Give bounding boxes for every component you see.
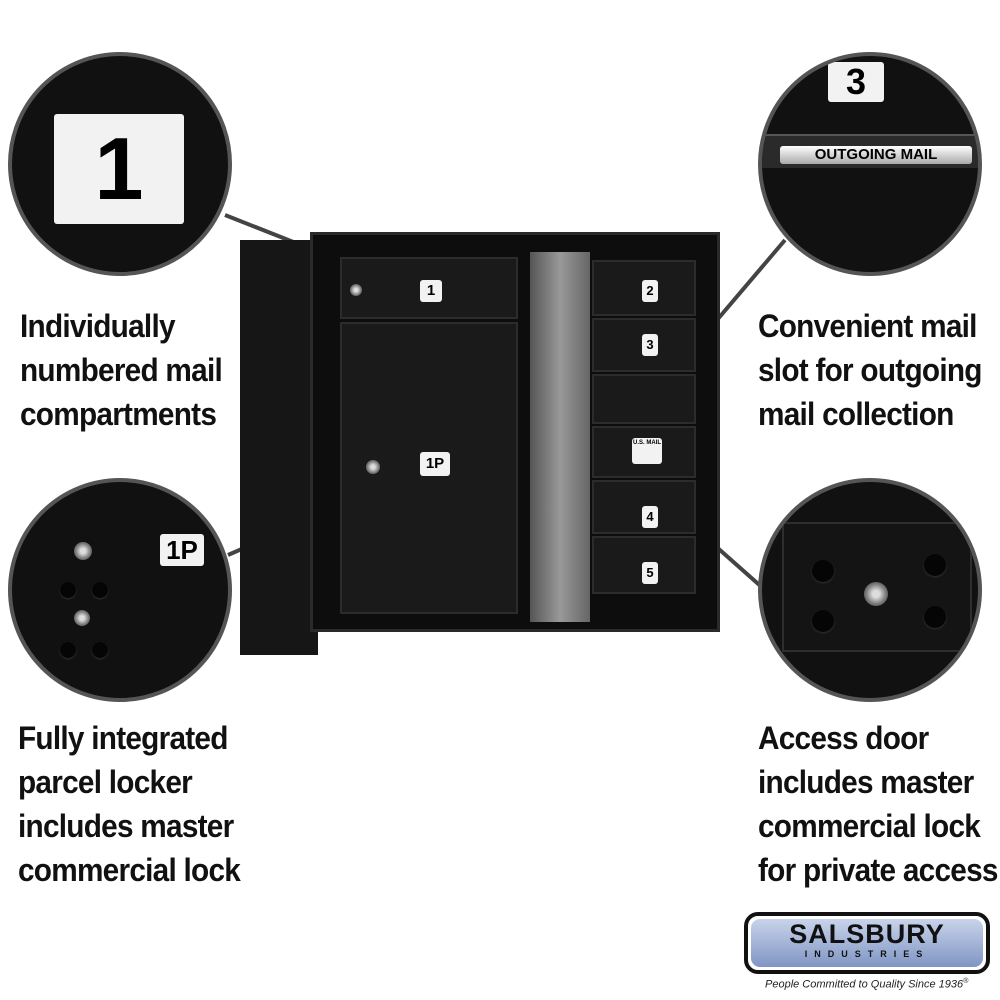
number-tag: 1: [54, 114, 184, 224]
outgoing-mail-label: OUTGOING MAIL: [780, 146, 972, 164]
lock-icon: [74, 542, 92, 560]
zoom-circle-access-door: [758, 478, 982, 702]
compartment-2-tag: 2: [642, 280, 658, 302]
mailbox-unit: 1 1P 2 3 U.S. MAIL 4 5: [240, 232, 720, 655]
salsbury-logo: SALSBURY INDUSTRIES: [744, 912, 990, 974]
number-tag: 3: [828, 62, 884, 102]
compartment-4-tag: 4: [642, 506, 658, 528]
compartment-3-tag: 3: [642, 334, 658, 356]
logo-tagline: People Committed to Quality Since 1936®: [765, 978, 969, 991]
lock-icon: [864, 582, 888, 606]
parcel-tag: 1P: [160, 534, 204, 566]
zoom-circle-parcel-locker: 1P: [8, 478, 232, 702]
compartment-5-tag: 5: [642, 562, 658, 584]
parcel-1p-tag: 1P: [420, 452, 450, 476]
zoom-circle-outgoing-slot: 3 OUTGOING MAIL: [758, 52, 982, 276]
compartment-1-tag: 1: [420, 280, 442, 302]
us-mail-plate: U.S. MAIL: [632, 438, 662, 464]
zoom-circle-compartment-number: 1: [8, 52, 232, 276]
lock-icon: [74, 610, 90, 626]
